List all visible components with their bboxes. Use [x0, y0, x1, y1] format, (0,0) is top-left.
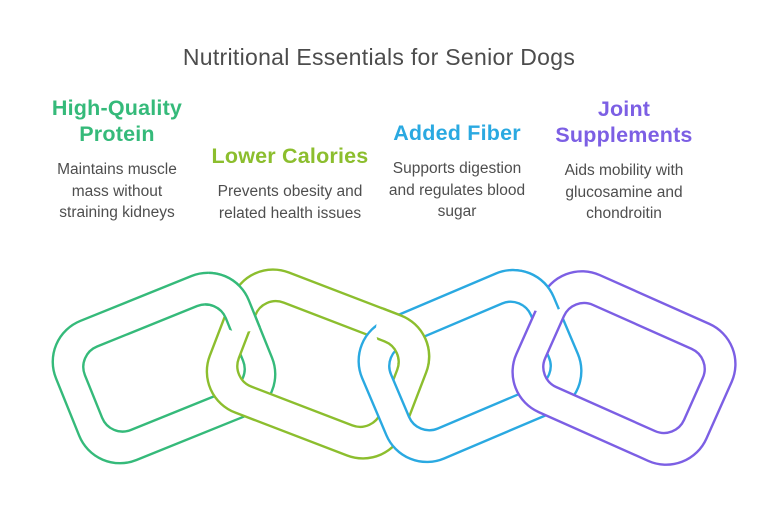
item-heading: Joint Supplements	[555, 97, 693, 147]
weave-patch	[203, 258, 281, 332]
weave-patch	[509, 255, 581, 312]
description-line: Aids mobility with	[564, 162, 684, 179]
item-description: Supports digestion and regulates blood s…	[370, 158, 544, 223]
description-line: related health issues	[218, 204, 362, 222]
description-line: Supports digestion	[392, 160, 522, 177]
item-added-fiber: Added Fiber Supports digestion and regul…	[370, 120, 544, 223]
description-line: and regulates blood	[388, 181, 526, 199]
item-lower-calories: Lower Calories Prevents obesity and rela…	[203, 143, 377, 224]
item-description: Maintains muscle mass without straining …	[30, 159, 204, 224]
chain-link-lower-calories	[205, 268, 431, 460]
description-line: Prevents obesity and	[217, 183, 363, 200]
item-heading: High-Quality Protein	[51, 96, 183, 146]
item-joint-supplements: Joint Supplements Aids mobility with glu…	[537, 96, 711, 225]
description-line: glucosamine and	[565, 183, 683, 201]
item-description: Prevents obesity and related health issu…	[203, 181, 377, 224]
description-line: straining kidneys	[59, 204, 175, 221]
item-heading: Added Fiber	[393, 121, 521, 145]
chain-link-joint-supplements	[511, 270, 737, 466]
description-line: Maintains muscle	[57, 161, 177, 178]
item-high-quality-protein: High-Quality Protein Maintains muscle ma…	[30, 95, 204, 224]
item-heading: Lower Calories	[211, 144, 369, 168]
description-line: chondroitin	[586, 205, 662, 222]
item-description: Aids mobility with glucosamine and chond…	[537, 160, 711, 225]
description-line: mass without	[71, 182, 163, 200]
description-line: sugar	[437, 203, 477, 220]
chain-link-high-quality-protein	[51, 271, 277, 465]
chain-link-added-fiber	[357, 268, 583, 464]
weave-patch	[376, 292, 444, 368]
page-title: Nutritional Essentials for Senior Dogs	[182, 44, 576, 70]
